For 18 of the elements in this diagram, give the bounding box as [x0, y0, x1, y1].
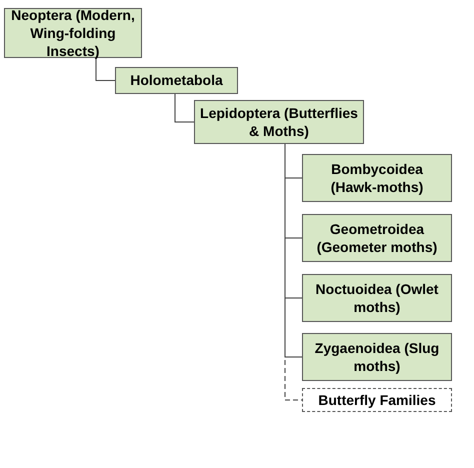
- taxon-box: [302, 274, 452, 322]
- taxon-box: [302, 333, 452, 381]
- taxon-box: [4, 8, 142, 58]
- taxon-label: Lepidoptera (Butterflies & Moths): [199, 104, 359, 140]
- taxon-box: [302, 154, 452, 202]
- taxon-label: Zygaenoidea (Slug moths): [314, 338, 440, 376]
- taxon-label: Holometabola: [130, 71, 223, 90]
- taxon-box: [302, 214, 452, 262]
- dashed-box: [302, 388, 452, 412]
- taxon-label: Geometroidea (Geometer moths): [316, 220, 438, 256]
- taxon-label: Neoptera (Modern, Wing-folding Insects): [10, 6, 136, 60]
- taxon-label: Noctuoidea (Owlet moths): [314, 280, 440, 316]
- connector-line: [284, 144, 302, 400]
- taxon-label: Butterfly Families: [318, 390, 436, 410]
- connector-line: [96, 58, 116, 81]
- taxon-label: Bombycoidea (Hawk-moths): [330, 160, 424, 196]
- taxon-box: [115, 67, 238, 94]
- connector-line: [174, 94, 194, 122]
